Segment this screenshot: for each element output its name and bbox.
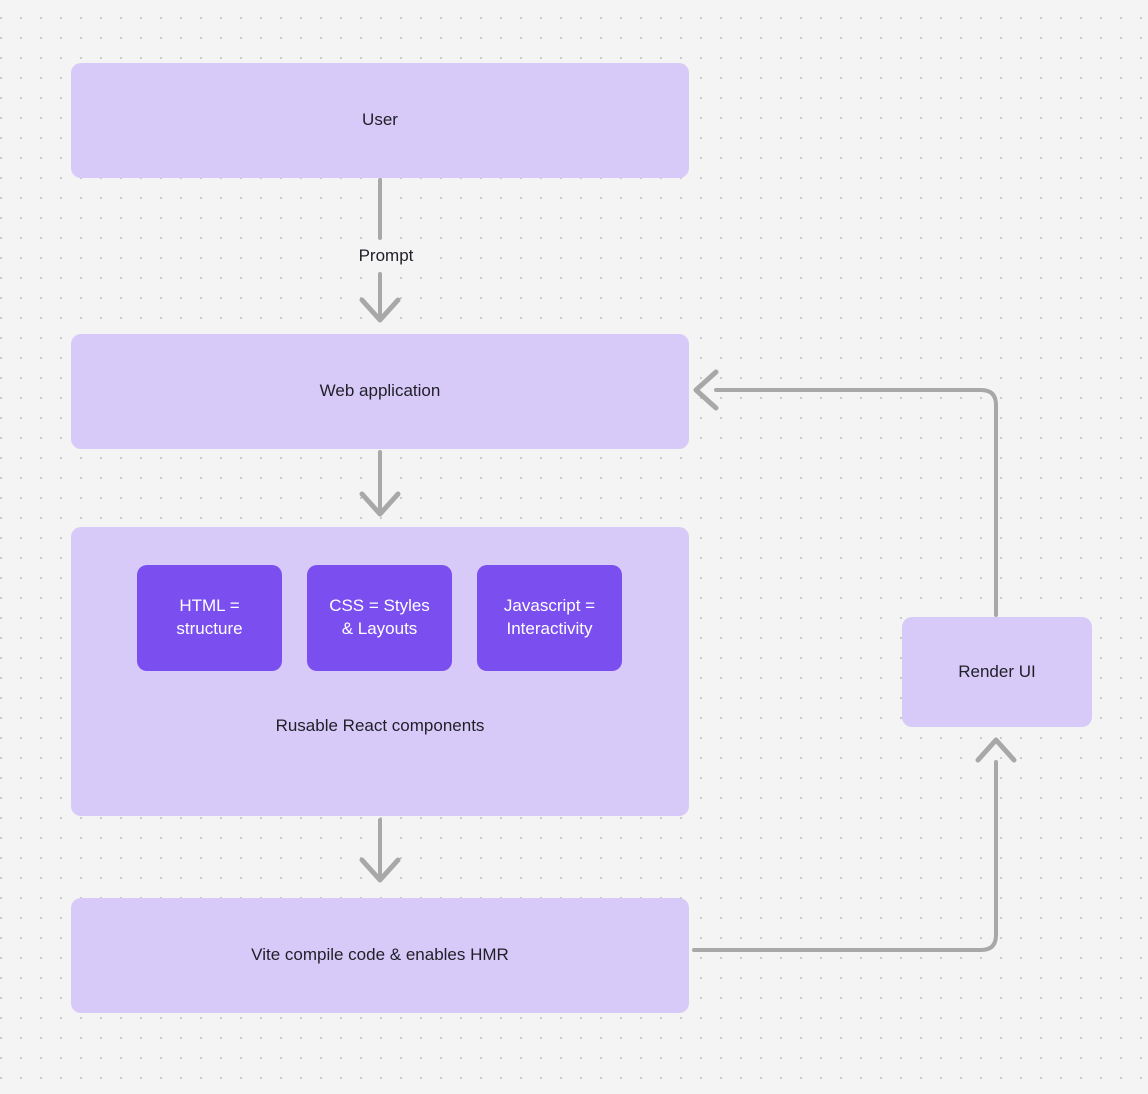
node-vite[interactable]: Vite compile code & enables HMR (71, 898, 689, 1013)
node-html[interactable]: HTML = structure (137, 565, 282, 671)
edge-render-to-web (714, 388, 998, 617)
node-render-ui[interactable]: Render UI (902, 617, 1092, 727)
node-vite-label: Vite compile code & enables HMR (251, 945, 509, 965)
node-css-line2: & Layouts (341, 619, 418, 638)
arrowhead-down-vite (359, 857, 401, 883)
components-group-caption: Rusable React components (275, 716, 485, 735)
node-render-ui-label: Render UI (958, 661, 1036, 681)
node-html-line2: structure (176, 619, 243, 638)
node-css[interactable]: CSS = Styles & Layouts (307, 565, 452, 671)
arrowhead-left-web (693, 369, 719, 411)
arrowhead-down-group (359, 491, 401, 517)
arrowhead-down-web (359, 297, 401, 323)
node-css-label: CSS = Styles & Layouts (329, 595, 430, 641)
node-web-application-label: Web application (319, 381, 441, 401)
node-javascript-label: Javascript = Interactivity (504, 595, 595, 641)
node-html-line1: HTML = (179, 596, 240, 616)
node-web-application[interactable]: Web application (71, 334, 689, 449)
edge-vite-to-render (692, 760, 998, 952)
node-user-label: User (362, 110, 398, 130)
node-css-line1: CSS = Styles (329, 596, 430, 616)
node-user[interactable]: User (71, 63, 689, 178)
arrowhead-up-render (975, 737, 1017, 763)
node-javascript-line1: Javascript = (503, 596, 596, 616)
edge-label-prompt: Prompt (340, 245, 432, 267)
node-javascript-line2: Interactivity (506, 619, 593, 638)
node-javascript[interactable]: Javascript = Interactivity (477, 565, 622, 671)
node-html-label: HTML = structure (176, 595, 242, 641)
